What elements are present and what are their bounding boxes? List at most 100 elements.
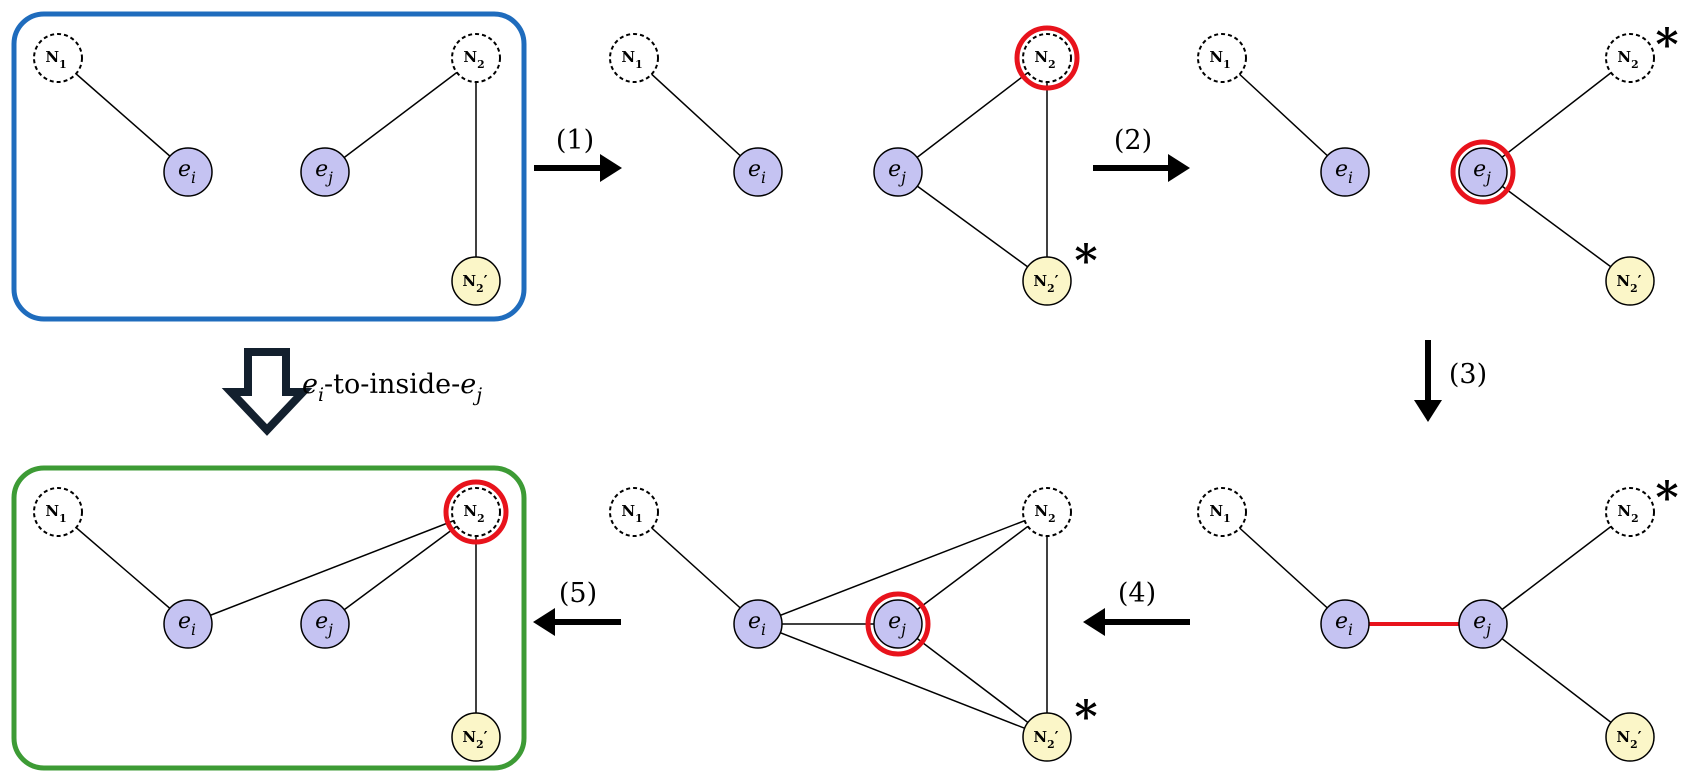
transform-prefix: e: [302, 369, 318, 400]
panel-a-ej-node-circle: [300, 147, 350, 197]
panel-f-ej-node-label: ej: [315, 609, 333, 639]
edge-ei-n2: [187, 511, 477, 625]
panel-b-ei-node: ei: [733, 147, 783, 197]
panel-d-ei-node-circle: [1320, 599, 1370, 649]
label-part: 2: [1048, 512, 1056, 525]
panel-e-n1-node-label: N1: [621, 502, 642, 525]
label-part: N: [1033, 272, 1047, 290]
panel-e-n1-node-circle: [609, 487, 659, 537]
label-part: N: [1617, 502, 1631, 520]
panel-f-ei-node: ei: [163, 599, 213, 649]
step-4-arrow: [1083, 608, 1190, 636]
panel-b-n2p-node-circle: [1022, 256, 1072, 306]
panel-b-n2-node: N2: [1022, 33, 1072, 83]
label-part: ′: [484, 272, 488, 290]
label-part: (2): [1114, 125, 1152, 156]
panel-d-n2p-node-label: N2′: [1616, 728, 1641, 751]
panel-d-n2-node: N2: [1605, 487, 1655, 537]
label-part: N: [45, 48, 59, 66]
panel-c-star-marker: *: [1655, 20, 1678, 71]
step-2-arrow-head: [1168, 154, 1190, 182]
panel-a-n1-node-circle: [33, 33, 83, 83]
panel-a-n1-node-label: N1: [45, 48, 66, 71]
label-part: i: [191, 169, 196, 187]
label-part: N: [45, 502, 59, 520]
panel-c-n1-node: N1: [1197, 33, 1247, 83]
transform-down-arrow: [221, 348, 313, 436]
panel-f-n1-node-circle: [33, 487, 83, 537]
transform-prefix-sub: i: [318, 384, 324, 406]
panel-c-ei-node: ei: [1320, 147, 1370, 197]
panel-c-n1-node-circle: [1197, 33, 1247, 83]
label-part: i: [1348, 169, 1353, 187]
step-5-arrow: [533, 608, 621, 636]
label-part: N: [462, 728, 476, 746]
label-part: N: [1034, 502, 1048, 520]
panel-a-ej-node-label: ej: [315, 157, 333, 187]
step-5-arrow-head: [533, 608, 555, 636]
label-part: e: [888, 609, 901, 634]
panel-b-star-marker: *: [1074, 236, 1097, 287]
panel-c-ej-node: ej: [1458, 147, 1508, 197]
panel-c-highlight-ring: [1450, 139, 1516, 205]
panel-f-n1-node: N1: [33, 487, 83, 537]
panel-d-n1-node-label: N1: [1209, 502, 1230, 525]
transform-label: ei-to-inside-ej: [302, 369, 482, 407]
output-graph-box: [11, 465, 527, 771]
panel-e-highlight-ring: [865, 591, 931, 657]
panel-a-n2p-node-label: N2′: [462, 272, 487, 295]
panel-f-ei-node-label: ei: [178, 609, 196, 639]
panel-e-n2p-node-label: N2′: [1033, 728, 1058, 751]
panel-e-ei-node: ei: [733, 599, 783, 649]
label-part: j: [898, 621, 906, 639]
label-part: 1: [1223, 58, 1231, 71]
edge-n1-ei: [1221, 511, 1346, 625]
panel-a-ei-node-label: ei: [178, 157, 196, 187]
label-part: 2: [1630, 282, 1638, 295]
label-part: 1: [59, 58, 67, 71]
panel-b-n2-node-circle: [1022, 33, 1072, 83]
panel-b-highlight-ring: [1014, 25, 1080, 91]
panel-f-n2-node: N2: [451, 487, 501, 537]
panel-e-ej-node-label: ej: [888, 609, 906, 639]
label-part: (5): [559, 578, 597, 609]
edge-n2-ej: [1482, 511, 1631, 625]
panel-f-n2-node-circle: [451, 487, 501, 537]
label-part: j: [1483, 169, 1491, 187]
panel-f-n2p-node-circle: [451, 712, 501, 762]
label-part: 2: [1048, 58, 1056, 71]
panel-e-ej-node-circle: [873, 599, 923, 649]
label-part: 1: [1223, 512, 1231, 525]
label-part: 2: [477, 58, 485, 71]
panel-c-n1-node-label: N1: [1209, 48, 1230, 71]
step-3-label: (3): [1449, 359, 1487, 390]
panel-a-ei-node: ei: [163, 147, 213, 197]
label-part: 2: [1631, 512, 1639, 525]
panel-a-n2-node-label: N2: [463, 48, 484, 71]
label-part: e: [1473, 609, 1486, 634]
panel-f-n2-node-label: N2: [463, 502, 484, 525]
step-4-label: (4): [1118, 578, 1156, 609]
panel-c-n2-node-label: N2: [1617, 48, 1638, 71]
edge-n1-ei: [633, 57, 759, 173]
panel-d-ej-node: ej: [1458, 599, 1508, 649]
label-part: i: [191, 621, 196, 639]
panel-a-n2p-node-circle: [451, 256, 501, 306]
label-part: j: [1483, 621, 1491, 639]
panel-c-n2p-node-label: N2′: [1616, 272, 1641, 295]
label-part: e: [748, 609, 761, 634]
label-part: j: [325, 621, 333, 639]
panel-c-n2-node-circle: [1605, 33, 1655, 83]
panel-b-ej-node-circle: [873, 147, 923, 197]
label-part: ′: [1638, 272, 1642, 290]
panel-c-ej-node-circle: [1458, 147, 1508, 197]
edge-n2-ej: [324, 57, 477, 173]
label-part: j: [325, 169, 333, 187]
edge-ej-n2p: [1482, 171, 1631, 282]
panel-a-n2p-node: N2′: [451, 256, 501, 306]
label-part: e: [888, 157, 901, 182]
label-part: N: [621, 502, 635, 520]
panel-e-n2p-node-circle: [1022, 712, 1072, 762]
panel-b-ei-node-label: ei: [748, 157, 766, 187]
